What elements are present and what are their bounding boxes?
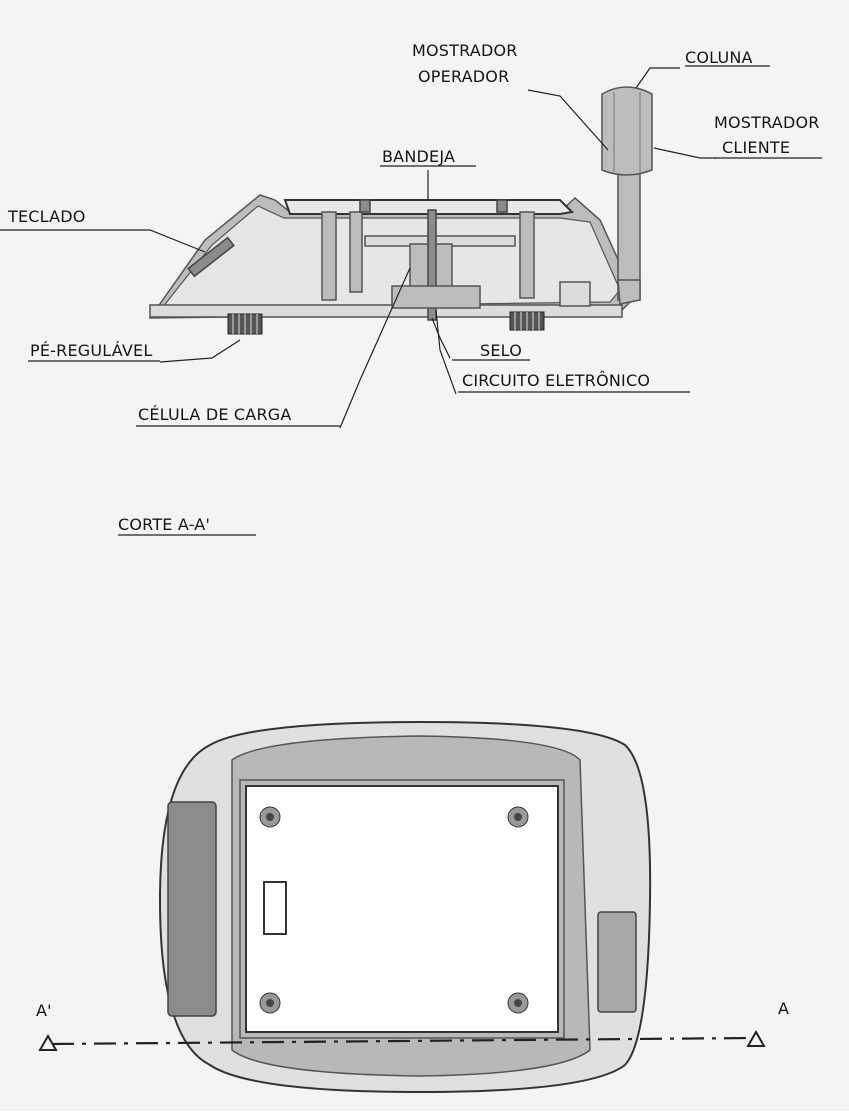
leader-mostrador-cliente: [653, 147, 716, 159]
top-plate: [245, 785, 559, 1033]
label-coluna: COLUNA: [685, 48, 753, 67]
scale-base-inner: [160, 205, 621, 309]
screw-top-right: [507, 806, 529, 828]
label-mostrador-operador-1: MOSTRADOR: [412, 41, 518, 60]
section-marker-right: [746, 1029, 766, 1047]
marker-label-right: A: [778, 999, 789, 1018]
section-marker-left: [38, 1033, 58, 1051]
circuit-component: [559, 281, 591, 307]
marker-label-left: A': [36, 1001, 52, 1020]
label-selo: SELO: [480, 341, 522, 360]
adjustable-foot-left: [227, 313, 263, 335]
label-mostrador-operador-2: OPERADOR: [418, 67, 509, 86]
label-mostrador-cliente-2: CLIENTE: [722, 138, 790, 157]
keypad: [187, 236, 235, 278]
label-celula-de-carga: CÉLULA DE CARGA: [138, 405, 292, 424]
section-line: [51, 1036, 753, 1046]
leader-mostrador-operador: [527, 89, 609, 151]
top-view: [38, 720, 766, 1094]
keypad-strip-left: [167, 801, 217, 1017]
base-plate: [149, 304, 623, 318]
screw-bottom-left: [259, 992, 281, 1014]
column-pole-bend: [617, 279, 641, 305]
circuit-board: [391, 285, 481, 309]
label-teclado: TECLADO: [7, 207, 86, 226]
side-section-view: [0, 67, 716, 429]
leader-celula: [339, 267, 411, 429]
leader-pe-regulavel: [159, 339, 241, 363]
leader-coluna: [635, 67, 680, 89]
tray-top-bolt-1: [359, 199, 371, 213]
section-title: CORTE A-A': [118, 515, 210, 534]
label-bandeja: BANDEJA: [382, 147, 455, 166]
seal-slot: [263, 881, 287, 935]
column-pole: [617, 159, 641, 301]
adjustable-foot-right: [509, 311, 545, 331]
tray-post-left: [321, 211, 337, 301]
display-head: [601, 86, 653, 176]
screw-top-left: [259, 806, 281, 828]
leader-teclado: [0, 229, 206, 253]
screw-bottom-right: [507, 992, 529, 1014]
tray-top-bolt-2: [496, 199, 508, 213]
display-strip-right: [597, 911, 637, 1013]
tray-post-right: [519, 211, 535, 299]
tray-post-left-2: [349, 211, 363, 293]
load-cell-center-shaft: [427, 209, 437, 321]
label-circuito-eletronico: CIRCUITO ELETRÔNICO: [462, 371, 650, 390]
label-mostrador-cliente-1: MOSTRADOR: [714, 113, 820, 132]
label-pe-regulavel: PÉ-REGULÁVEL: [30, 341, 152, 360]
leader-selo: [431, 317, 451, 359]
leader-circuito: [435, 309, 457, 395]
